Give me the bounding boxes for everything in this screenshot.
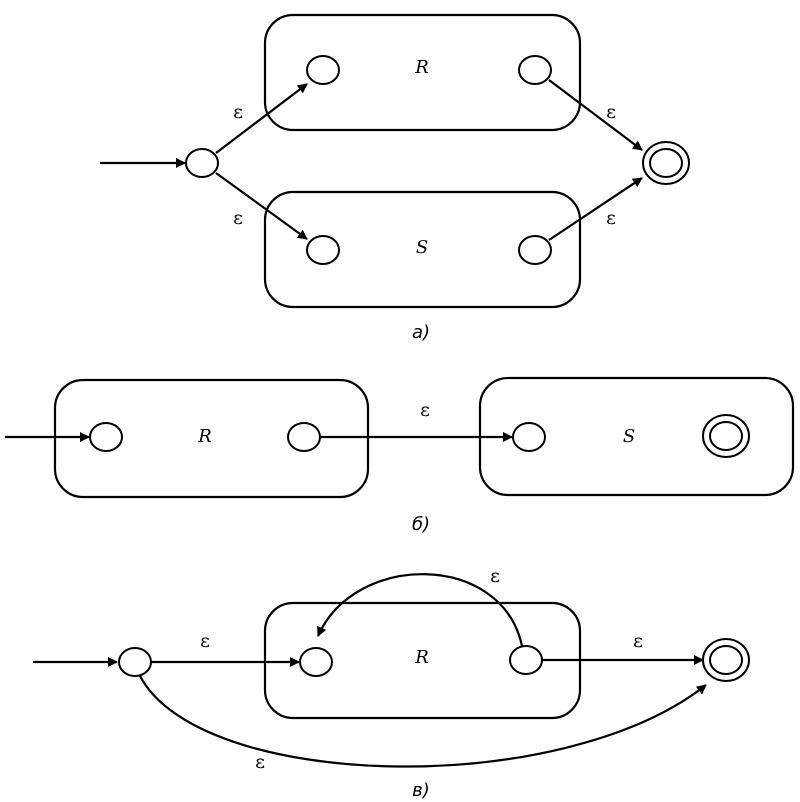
caption-c: в) <box>412 780 430 801</box>
kleene-star-diagram: R ε ε ε ε в) <box>33 565 750 801</box>
epsilon-bypass-edge <box>139 675 707 768</box>
nfa-box-r <box>263 13 582 132</box>
r-final-state <box>287 422 321 452</box>
union-diagram: R S ε ε ε ε а) <box>100 13 690 343</box>
accepting-state-inner <box>709 421 743 451</box>
r-start-state <box>299 647 333 677</box>
nfa-label-r: R <box>414 647 429 668</box>
r-start-state <box>89 422 123 452</box>
epsilon-label: ε <box>420 399 430 421</box>
nfa-box-s <box>478 376 795 497</box>
accepting-state-inner <box>709 645 743 675</box>
epsilon-label: ε <box>255 751 265 773</box>
epsilon-label: ε <box>233 207 243 229</box>
nfa-label-r: R <box>197 426 212 447</box>
epsilon-loop-edge <box>316 573 524 647</box>
caption-a: а) <box>412 322 430 343</box>
epsilon-label: ε <box>606 207 616 229</box>
concatenation-diagram: R S ε б) <box>5 376 795 535</box>
epsilon-edge-s-to-final <box>548 177 643 241</box>
nfa-label-s: S <box>623 426 635 447</box>
accepting-state-inner <box>649 148 683 178</box>
r-final-state <box>509 645 543 675</box>
r-start-state <box>306 55 340 85</box>
r-final-state <box>518 55 552 85</box>
start-state <box>185 148 219 178</box>
nfa-label-r: R <box>414 57 429 78</box>
nfa-box-s <box>263 190 582 309</box>
epsilon-label: ε <box>490 565 500 587</box>
s-start-state <box>306 235 340 265</box>
start-state <box>118 647 152 677</box>
accepting-state <box>702 638 750 682</box>
s-final-state <box>518 235 552 265</box>
epsilon-label: ε <box>633 630 643 652</box>
epsilon-edge-r-to-final <box>548 79 643 151</box>
nfa-label-s: S <box>416 237 428 258</box>
epsilon-edge-to-r <box>215 83 308 154</box>
s-start-state <box>512 422 546 452</box>
epsilon-label: ε <box>200 630 210 652</box>
accepting-state <box>702 414 750 458</box>
epsilon-label: ε <box>233 101 243 123</box>
nfa-box-r <box>53 378 370 499</box>
accepting-state <box>642 141 690 185</box>
epsilon-edge-to-s <box>215 172 308 240</box>
epsilon-label: ε <box>606 101 616 123</box>
caption-b: б) <box>412 514 430 535</box>
